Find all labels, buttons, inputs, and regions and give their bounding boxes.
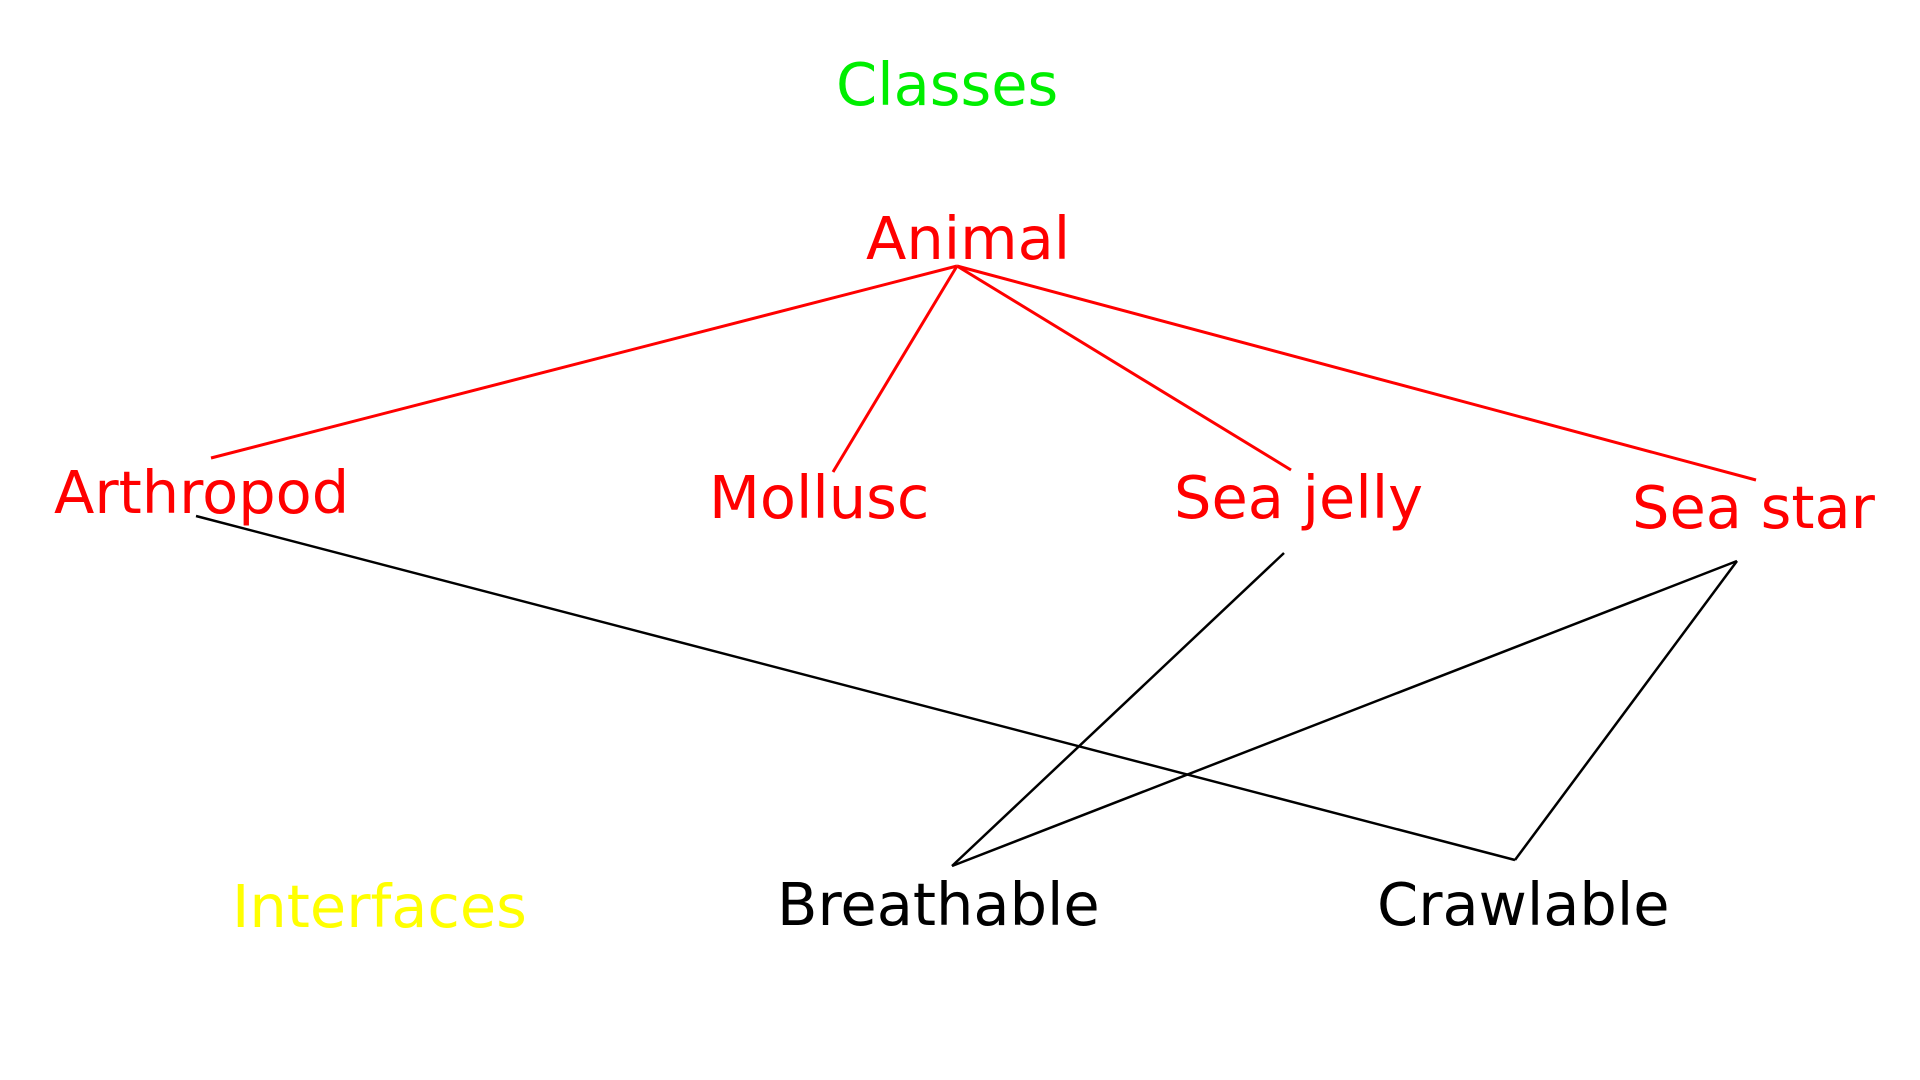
interface-node-breathable: Breathable [777,870,1100,939]
class-node-sea-jelly: Sea jelly [1174,463,1424,532]
classes-heading: Classes [836,50,1059,119]
edge-animal-sea-star [956,264,1757,482]
edge-animal-mollusc [831,265,959,473]
class-node-sea-star: Sea star [1632,473,1875,542]
interfaces-heading: Interfaces [232,872,527,941]
edge-sea-star-breathable [951,559,1738,868]
edge-arthropod-crawlable [195,514,1516,862]
edge-animal-sea-jelly [956,264,1292,472]
interface-node-crawlable: Crawlable [1377,870,1670,939]
implements-edges [195,514,1739,868]
class-node-arthropod: Arthropod [54,458,350,527]
class-node-mollusc: Mollusc [709,463,930,532]
edge-sea-star-crawlable [1513,560,1739,861]
class-node-animal: Animal [866,204,1071,273]
inheritance-edges [210,264,1757,482]
edge-sea-jelly-breathable [951,552,1285,867]
edge-animal-arthropod [210,264,958,460]
